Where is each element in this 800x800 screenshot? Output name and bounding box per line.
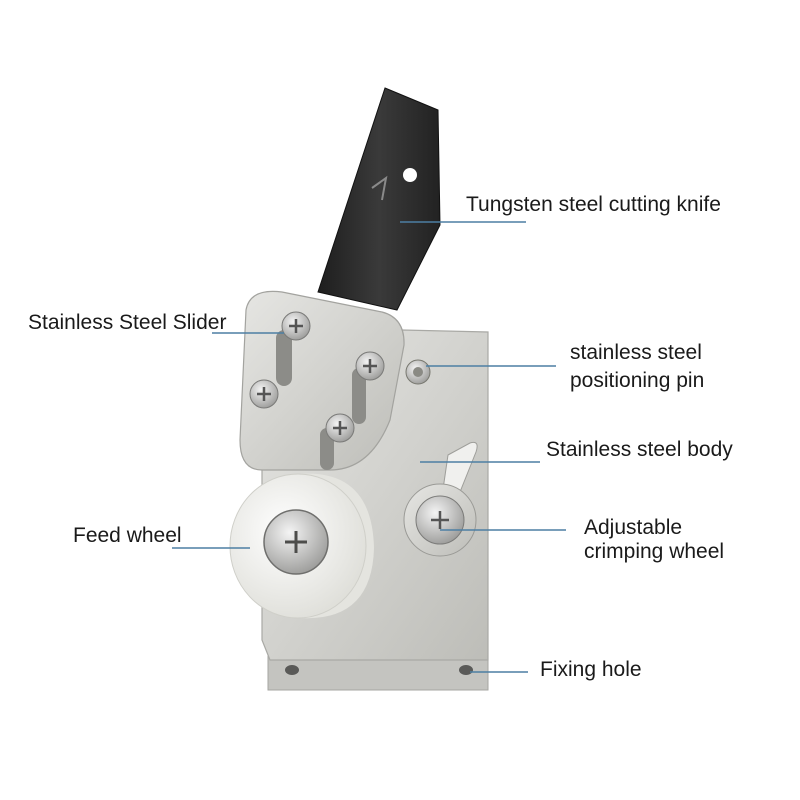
label-crimp-line2: crimping wheel — [584, 540, 725, 563]
cutting-knife — [317, 87, 441, 311]
fixing-hole-right — [459, 665, 473, 675]
label-pin-line2: positioning pin — [570, 369, 705, 392]
fixing-hole-left — [285, 665, 299, 675]
label-slider: Stainless Steel Slider — [28, 311, 227, 334]
label-body: Stainless steel body — [546, 438, 733, 461]
blade-hole — [403, 168, 417, 182]
slider-screws — [249, 311, 385, 443]
base-plate — [267, 654, 489, 691]
label-fixing-hole: Fixing hole — [540, 658, 642, 681]
steel-slider — [239, 290, 405, 471]
label-pin-line1: stainless steel — [570, 341, 702, 364]
label-knife: Tungsten steel cutting knife — [466, 193, 721, 216]
crimping-wheel — [403, 483, 477, 557]
feed-wheel — [229, 473, 374, 619]
positioning-pin — [405, 359, 431, 385]
label-crimp-line1: Adjustable — [584, 516, 683, 539]
label-feed-wheel: Feed wheel — [73, 524, 182, 547]
